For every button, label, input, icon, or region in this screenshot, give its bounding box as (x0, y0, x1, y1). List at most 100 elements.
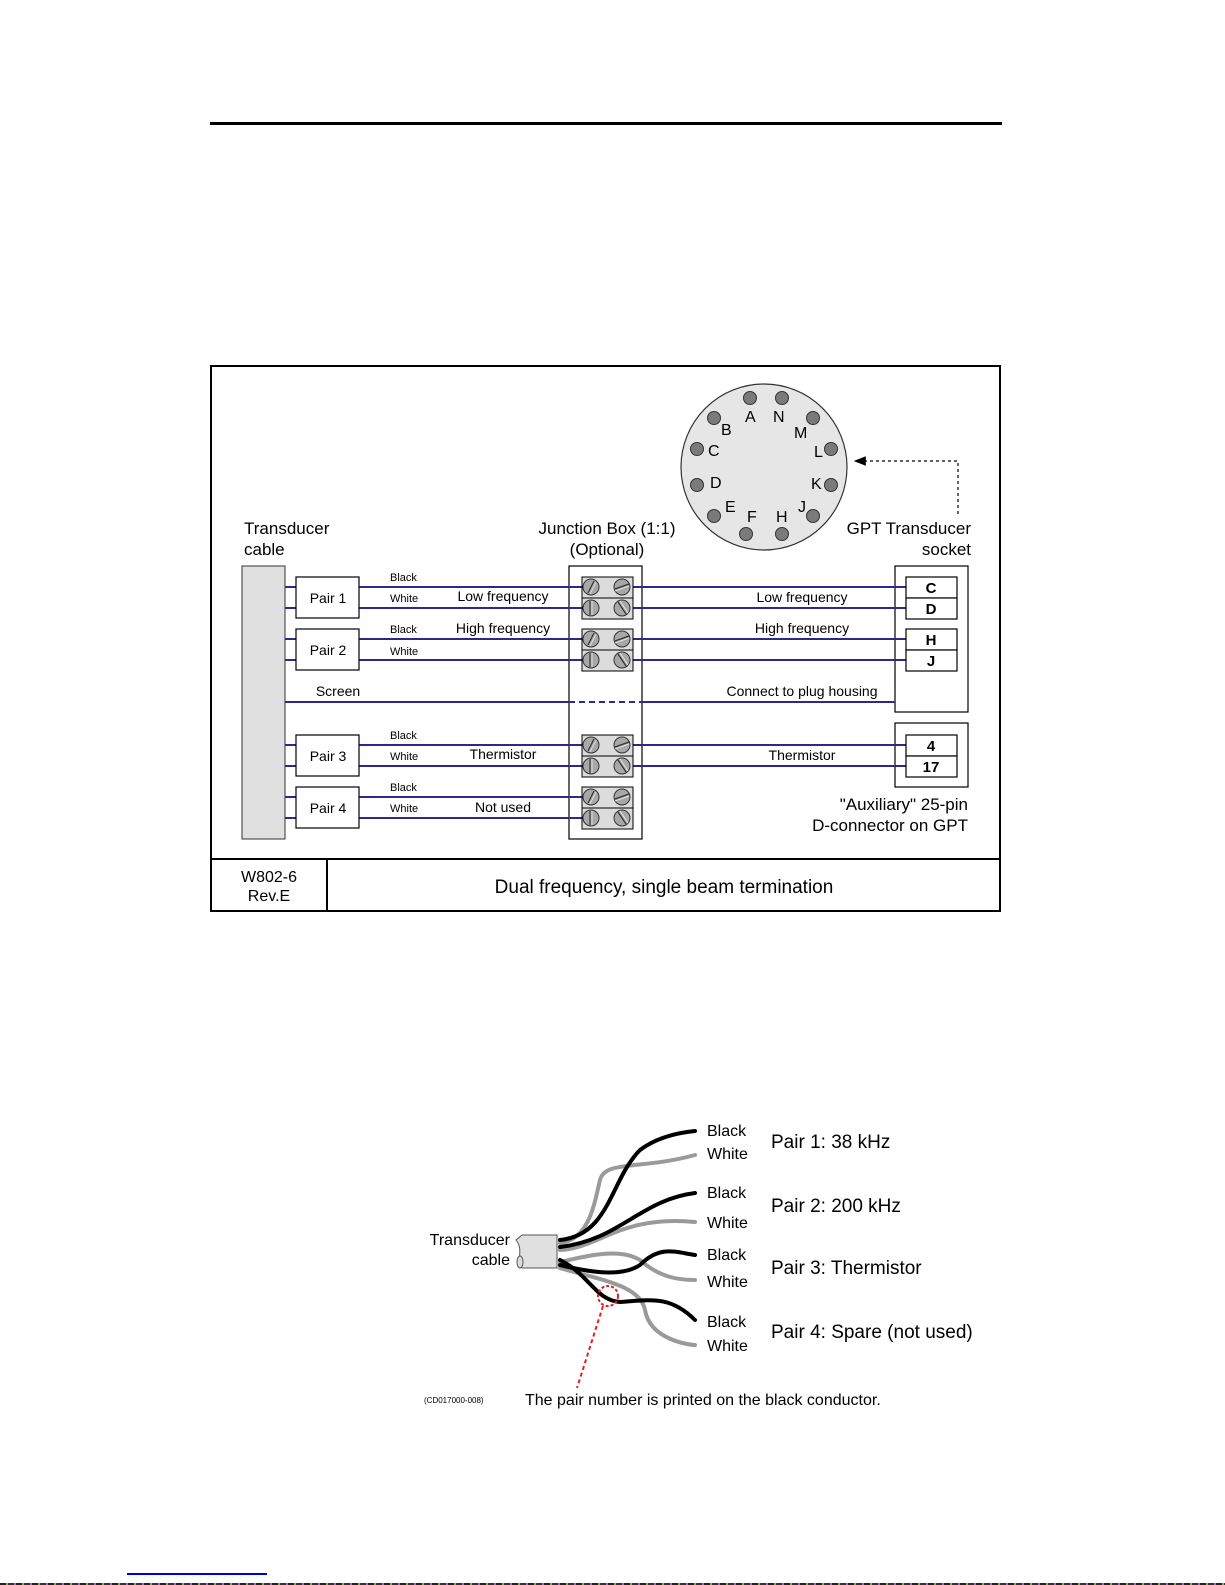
socket-pointer-arrow (853, 456, 959, 514)
conductor-label-black: Black (707, 1185, 747, 1202)
pin-box (905, 597, 958, 620)
pin-box (905, 755, 958, 778)
conductor-black (558, 1129, 697, 1242)
signal-label: Thermistor (470, 746, 537, 762)
conductor-label-white: White (707, 1338, 748, 1355)
socket-pin (775, 391, 789, 405)
junction-box-label: Junction Box (1:1) (538, 519, 675, 538)
signal-label: Not used (475, 799, 531, 815)
wire-color-label: White (390, 646, 418, 658)
pin-id: 4 (927, 738, 936, 755)
signal-label: Low frequency (756, 589, 847, 605)
signal-label: High frequency (456, 620, 550, 636)
conductor-note: The pair number is printed on the black … (525, 1392, 881, 1409)
pin-label: M (794, 425, 807, 442)
conductor-label-black: Black (707, 1247, 747, 1264)
wire-color-label: White (390, 593, 418, 605)
gpt-socket-label: GPT Transducer (847, 519, 972, 538)
terminal-block-3 (581, 734, 634, 778)
signal-label: High frequency (755, 620, 849, 636)
transducer-cable-label: cable (244, 540, 285, 559)
conductor-label-white: White (707, 1215, 748, 1232)
conductor-white (558, 1153, 697, 1245)
conductor-black (558, 1258, 697, 1322)
socket-pin (743, 391, 757, 405)
drawing-id: W802-6 (241, 869, 297, 886)
pair-box-3: Pair 3 (295, 734, 360, 777)
signal-label: Thermistor (769, 747, 836, 763)
terminal-block-1 (581, 576, 634, 620)
pair-description: Pair 4: Spare (not used) (771, 1322, 973, 1343)
pair-box-2: Pair 2 (295, 628, 360, 671)
pin-id: 17 (923, 759, 940, 776)
highlight-leader (576, 1305, 604, 1389)
pin-label: B (721, 422, 732, 439)
pin-label: K (811, 476, 822, 493)
signal-label: Low frequency (457, 588, 548, 604)
terminal-blocks (581, 576, 634, 830)
socket-pin (824, 442, 838, 456)
socket-pin (690, 478, 704, 492)
pin-id: D (926, 601, 937, 618)
cable-label: Transducer (430, 1232, 511, 1249)
pin-label: A (745, 409, 756, 426)
svg-text:Pair 3: Pair 3 (310, 748, 347, 764)
wire-color-label: Black (390, 572, 417, 584)
socket-pin (739, 527, 753, 541)
footer-link-underline[interactable] (127, 1573, 267, 1575)
aux-connector-label: "Auxiliary" 25-pin (840, 795, 968, 814)
highlight-circle (597, 1285, 619, 1307)
socket-pin (775, 527, 789, 541)
junction-box-label: (Optional) (570, 540, 645, 559)
svg-text:Pair 1: Pair 1 (310, 590, 347, 606)
conductor-black (558, 1191, 697, 1249)
pin-label: J (798, 499, 806, 516)
figure-code: (CD017000-008) (424, 1396, 484, 1405)
pair-description: Pair 3: Thermistor (771, 1258, 922, 1279)
transducer-cable (241, 565, 286, 840)
pin-id: H (926, 632, 937, 649)
conductor-label-black: Black (707, 1123, 747, 1140)
drawing-title: Dual frequency, single beam termination (495, 877, 834, 898)
pin-label: L (814, 444, 823, 461)
conductor-white (558, 1219, 697, 1252)
conductor-white (558, 1251, 697, 1282)
pair-description: Pair 2: 200 kHz (771, 1196, 901, 1217)
pin-box (905, 649, 958, 672)
wire-color-label: Black (390, 730, 417, 742)
terminal-block-4 (581, 786, 634, 830)
gpt-socket-label: socket (922, 540, 971, 559)
conductor-label-white: White (707, 1274, 748, 1291)
gpt-transducer-socket: A N B M C L D K E J F H (680, 383, 848, 551)
pin-label: N (773, 409, 785, 426)
socket-pin (806, 411, 820, 425)
cable-label: cable (472, 1252, 510, 1269)
screen-label: Screen (316, 683, 360, 699)
wire-color-label: White (390, 751, 418, 763)
socket-pin (690, 442, 704, 456)
drawing-revision: Rev.E (248, 888, 290, 905)
socket-pin (707, 509, 721, 523)
transducer-cable-label: Transducer (244, 519, 330, 538)
screen-right-label: Connect to plug housing (727, 683, 878, 699)
diagram-frame (210, 365, 1001, 912)
pin-id: C (926, 580, 937, 597)
pair-description: Pair 1: 38 kHz (771, 1132, 890, 1153)
pair-box-4: Pair 4 (295, 786, 360, 829)
pin-label: E (725, 499, 736, 516)
pin-label: D (710, 475, 722, 492)
conductor-label-white: White (707, 1146, 748, 1163)
footer-strip (0, 1583, 1225, 1585)
pin-label: H (776, 509, 788, 526)
svg-text:Pair 4: Pair 4 (310, 800, 347, 816)
aux-connector-label: D-connector on GPT (812, 816, 968, 835)
pair-box-1: Pair 1 (295, 576, 360, 619)
pin-label: F (747, 509, 757, 526)
socket-pin (824, 478, 838, 492)
pin-id: J (927, 653, 935, 670)
socket-pin (707, 411, 721, 425)
wire-color-label: White (390, 803, 418, 815)
header-rule (210, 122, 1002, 125)
conductor-black (558, 1249, 697, 1275)
